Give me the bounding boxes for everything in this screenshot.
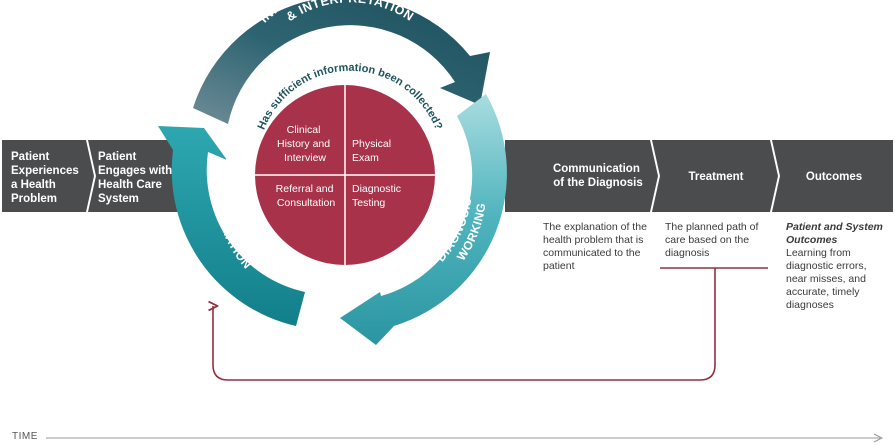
step-box-communication (505, 140, 658, 212)
quadrant-diagnostic-testing: Diagnostic Testing (352, 183, 404, 209)
step-label-communication: Communication of the Diagnosis (553, 163, 643, 189)
outcomes-description: Patient and System Outcomes Learning fro… (786, 221, 886, 312)
communication-description: The explanation of the health problem th… (543, 221, 647, 272)
quadrant-physical-exam: Physical Exam (352, 138, 394, 164)
step-label-treatment: Treatment (689, 171, 744, 183)
arc-working-diagnosis (340, 94, 507, 345)
time-axis-arrowhead (873, 433, 884, 443)
step-box-outcomes (772, 140, 893, 212)
outcomes-title: Patient and System Outcomes (786, 221, 883, 246)
quadrant-referral: Referral and Consultation (276, 183, 337, 209)
diagnostic-cycle: INFORMATION INTEGRATION & INTERPRETATION… (158, 0, 507, 345)
step-label-outcomes: Outcomes (806, 171, 862, 183)
step-box-experiences (2, 140, 94, 212)
treatment-description: The planned path of care based on the di… (665, 221, 759, 259)
left-process-steps: Patient Experiences a Health Problem Pat… (2, 140, 188, 212)
step-box-treatment (652, 140, 778, 212)
step-label-engages: Patient Engages with Health Care System (98, 151, 175, 205)
arc-information-gathering (158, 126, 305, 326)
quadrant-history: Clinical History and Interview (277, 124, 333, 164)
step-box-engages (88, 140, 188, 212)
arc-information-integration (193, 0, 490, 124)
time-label: TIME (12, 431, 38, 442)
right-process-steps: Communication of the Diagnosis Treatment… (505, 140, 893, 212)
outcomes-body: Learning from diagnostic errors, near mi… (786, 247, 867, 311)
step-label-experiences: Patient Experiences a Health Problem (11, 151, 82, 205)
feedback-arrow (213, 268, 716, 381)
